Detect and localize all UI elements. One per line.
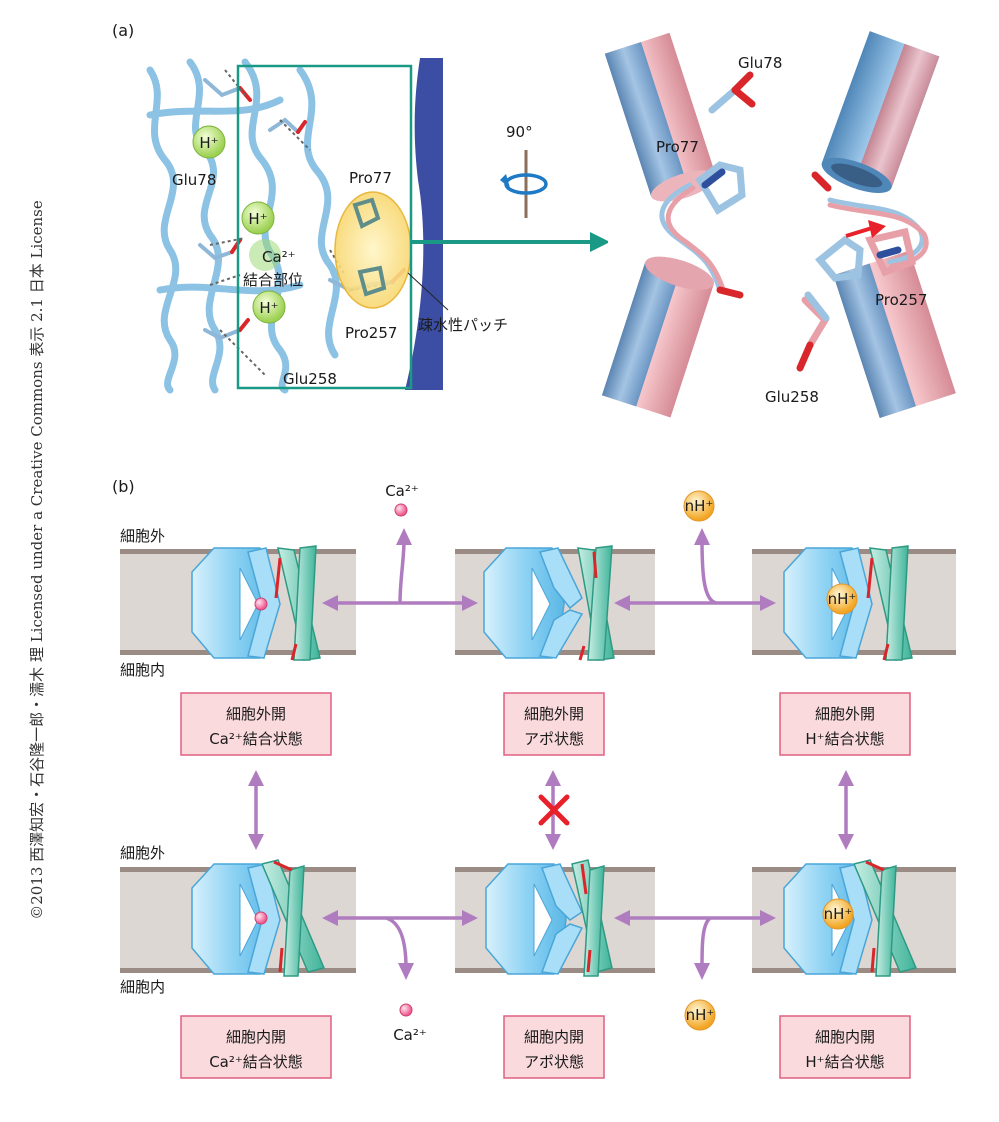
bound-nh-ion-top: nH⁺	[826, 583, 858, 615]
blocked-transition-x	[538, 794, 570, 826]
released-nh-ion-top: nH⁺	[683, 490, 715, 522]
released-nh-ion-bottom: nH⁺	[684, 999, 716, 1031]
copyright-credit: ©2013 西澤知宏・石谷隆一郎・濡木 理 Licensed under a C…	[28, 200, 46, 920]
svg-text:細胞外開: 細胞外開	[524, 705, 584, 723]
state-box-top-1: 細胞外開 Ca²⁺結合状態	[180, 692, 332, 756]
label-glu78-left: Glu78	[172, 171, 216, 189]
svg-text:H⁺: H⁺	[199, 134, 218, 152]
state-box-top-3: 細胞外開 H⁺結合状態	[779, 692, 911, 756]
svg-text:アポ状態: アポ状態	[524, 1053, 584, 1071]
panel-a-label: (a)	[112, 21, 134, 40]
transporter-top-1	[191, 545, 321, 661]
panel-b-label: (b)	[112, 477, 135, 496]
state-box-bottom-3: 細胞内開 H⁺結合状態	[779, 1015, 911, 1079]
state-box-bottom-1: 細胞内開 Ca²⁺結合状態	[180, 1015, 332, 1079]
svg-text:細胞内開: 細胞内開	[226, 1028, 286, 1046]
label-rotation-90: 90°	[506, 123, 533, 141]
label-glu78-right: Glu78	[738, 54, 782, 72]
label-pro257-right: Pro257	[875, 291, 927, 309]
label-pro257-left: Pro257	[345, 324, 397, 342]
label-ca-binding-site: 結合部位	[243, 271, 303, 289]
transporter-top-2	[483, 545, 615, 661]
state-box-top-2: 細胞外開 アポ状態	[503, 692, 605, 756]
svg-text:H⁺: H⁺	[248, 210, 267, 228]
label-intracellular-top: 細胞内	[120, 661, 165, 679]
label-pro77-left: Pro77	[349, 169, 392, 187]
svg-text:Ca²⁺: Ca²⁺	[393, 1026, 427, 1044]
svg-text:Ca²⁺結合状態: Ca²⁺結合状態	[209, 730, 303, 748]
h-ion-green-2: H⁺	[241, 201, 275, 235]
svg-text:nH⁺: nH⁺	[686, 1006, 715, 1024]
h-ion-green-3: H⁺	[252, 290, 286, 324]
label-extracellular-top: 細胞外	[120, 527, 165, 545]
label-hydrophobic-patch: 疎水性パッチ	[418, 316, 508, 334]
arrows-bottom-row	[322, 910, 776, 980]
svg-text:nH⁺: nH⁺	[824, 905, 853, 923]
svg-text:H⁺結合状態: H⁺結合状態	[805, 1053, 884, 1071]
label-pro77-right: Pro77	[656, 138, 699, 156]
bound-ca-ion-bottom	[254, 911, 268, 925]
svg-text:アポ状態: アポ状態	[524, 730, 584, 748]
svg-text:Ca²⁺結合状態: Ca²⁺結合状態	[209, 1053, 303, 1071]
state-box-bottom-2: 細胞内開 アポ状態	[503, 1015, 605, 1079]
zoom-arrow-head	[590, 232, 610, 252]
transporter-bottom-2	[485, 859, 613, 977]
svg-text:nH⁺: nH⁺	[828, 590, 857, 608]
svg-text:細胞外開: 細胞外開	[815, 705, 875, 723]
svg-text:細胞内開: 細胞内開	[524, 1028, 584, 1046]
label-glu258-right: Glu258	[765, 388, 819, 406]
label-extracellular-bottom: 細胞外	[120, 844, 165, 862]
patch-leader-line	[407, 272, 449, 311]
svg-text:H⁺結合状態: H⁺結合状態	[805, 730, 884, 748]
label-glu258-left: Glu258	[283, 370, 337, 388]
label-intracellular-bottom: 細胞内	[120, 978, 165, 996]
panel-a-left-structure: H⁺ H⁺ H⁺ Glu78 Pro77 Ca²⁺ 結合部位 Pro257 Gl…	[143, 58, 443, 394]
bound-nh-ion-bottom: nH⁺	[822, 898, 854, 930]
svg-text:細胞内開: 細胞内開	[815, 1028, 875, 1046]
rotation-icon	[500, 150, 548, 218]
zoom-region-frame	[236, 64, 413, 390]
h-ion-green-1: H⁺	[192, 125, 226, 159]
label-ca-site-ion: Ca²⁺	[262, 248, 296, 266]
transporter-bottom-1	[191, 859, 326, 977]
svg-text:H⁺: H⁺	[259, 299, 278, 317]
released-ca-ion-bottom: Ca²⁺	[393, 1003, 427, 1044]
released-ca-ion-top: Ca²⁺	[385, 482, 419, 517]
svg-text:nH⁺: nH⁺	[685, 497, 714, 515]
svg-text:Ca²⁺: Ca²⁺	[385, 482, 419, 500]
panel-a-right-structure: Glu78 Pro77 Pro257 Glu258	[601, 31, 956, 418]
bound-ca-ion-top	[254, 597, 268, 611]
svg-text:細胞外開: 細胞外開	[226, 705, 286, 723]
arrows-top-row	[322, 528, 776, 611]
